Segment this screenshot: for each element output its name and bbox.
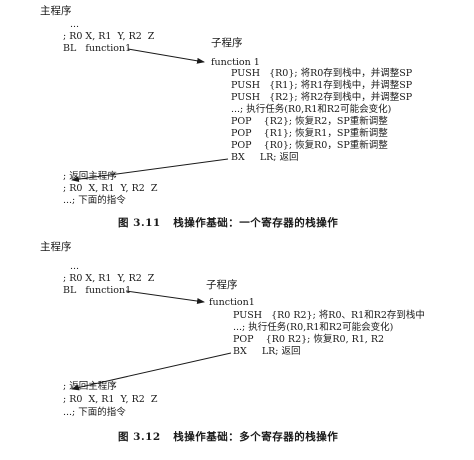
fig1-call-arrow [127,48,205,64]
fig1-sub-line-4: ...; 执行任务(R0,R1和R2可能会变化) [231,104,392,115]
fig2-return-line-3: ...; 下面的指令 [63,407,126,418]
fig1-sub-line-8: BX LR; 返回 [231,152,299,163]
fig2-return-arrow [71,352,232,391]
fig2-caption: 图 3.12 栈操作基础：多个寄存器的栈操作 [118,431,339,443]
fig1-sub-line-3: PUSH {R2}; 将R2存到栈中，并调整SP [231,92,413,103]
fig1-main-line-2: ; R0 X, R1 Y, R2 Z [63,31,155,42]
fig1-sub-title: 子程序 [211,37,243,49]
fig1-return-line-2: ; R0 X, R1 Y, R2 Z [63,183,158,194]
fig1-main-line-1: ... [70,19,80,30]
fig2-sub-line-3: POP {R0 R2}; 恢复R0, R1, R2 [233,334,385,345]
fig2-sub-line-1: PUSH {R0 R2}; 将R0、R1和R2存到栈中 [233,310,425,321]
fig1-sub-label: function 1 [211,57,260,68]
fig1-sub-line-5: POP {R2}; 恢复R2，SP重新调整 [231,116,388,127]
fig2-call-arrow [125,290,205,304]
fig1-main-line-3: BL function1 [63,43,132,54]
fig1-return-arrow [71,158,229,183]
fig1-sub-line-1: PUSH {R0}; 将R0存到栈中，并调整SP [231,68,413,79]
fig2-main-line-2: ; R0 X, R1 Y, R2 Z [63,273,155,284]
fig1-caption: 图 3.11 栈操作基础：一个寄存器的栈操作 [118,217,339,229]
fig2-main-line-1: ... [70,261,80,272]
fig1-return-line-1: ; 返回主程序 [63,171,117,182]
fig1-sub-line-6: POP {R1}; 恢复R1，SP重新调整 [231,128,388,139]
fig2-sub-line-4: BX LR; 返回 [233,346,301,357]
fig2-sub-label: function1 [209,297,255,308]
fig1-sub-line-2: PUSH {R1}; 将R1存到栈中，并调整SP [231,80,413,91]
fig2-main-line-3: BL function1 [63,285,132,296]
fig2-return-line-2: ; R0 X, R1 Y, R2 Z [63,394,158,405]
fig2-return-line-1: ; 返回主程序 [63,381,117,392]
fig1-return-line-3: ...; 下面的指令 [63,195,126,206]
fig1-sub-line-7: POP {R0}; 恢复R0，SP重新调整 [231,140,388,151]
fig2-sub-title: 子程序 [206,279,238,291]
fig1-main-title: 主程序 [40,5,72,17]
fig2-sub-line-2: ...; 执行任务(R0,R1和R2可能会变化) [233,322,394,333]
fig2-main-title: 主程序 [40,241,72,253]
